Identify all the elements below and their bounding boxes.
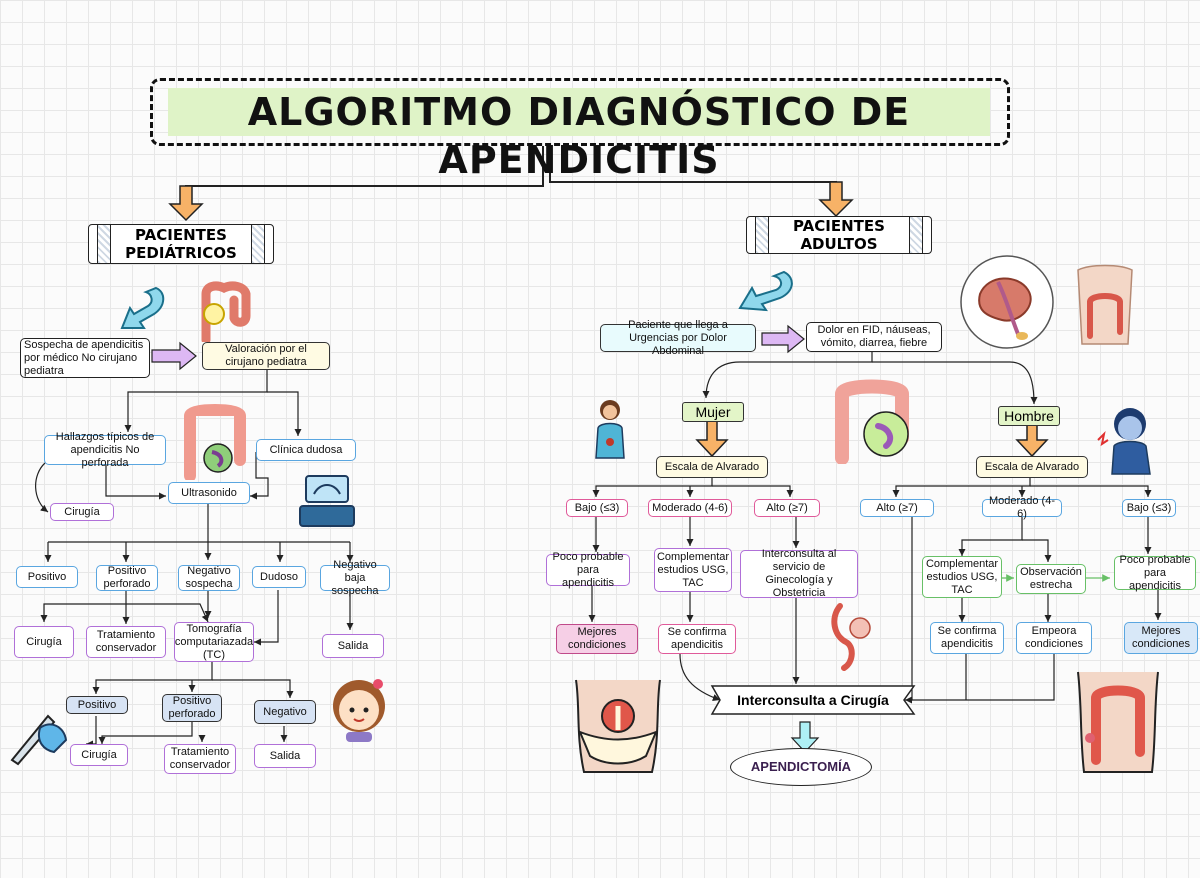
worsening-conditions-box: Empeora condiciones [1016,622,1092,654]
man-better-conditions-box: Mejores condiciones [1124,622,1198,654]
surgery-box-2: Cirugía [14,626,74,658]
page-title: ALGORITMO DIAGNÓSTICO DE APENDICITIS [168,88,990,182]
conservative-treatment-box-1: Tratamiento conservador [86,626,166,658]
alvarado-scale-woman: Escala de Alvarado [656,456,768,478]
cyan-curved-arrow-icon [738,270,793,312]
woman-better-conditions-box: Mejores condiciones [556,624,638,654]
ct-negative-box: Negativo [254,700,316,724]
man-moderate-score: Moderado (4-6) [982,495,1062,520]
woman-complement-studies-box: Complementar estudios USG, TAC [654,548,732,592]
exit-box-2: Salida [254,744,316,768]
pediatric-header-label: PACIENTES PEDIÁTRICOS [125,226,237,262]
woman-confirmed-box: Se confirma apendicitis [658,624,736,654]
adult-header: PACIENTES ADULTOS [746,216,932,254]
colon-icon [184,404,246,480]
man-unlikely-box: Poco probable para apendicitis [1114,554,1196,592]
gynecology-referral-box: Interconsulta al servicio de Ginecología… [740,548,858,599]
symptoms-box: Dolor en FID, náuseas, vómito, diarrea, … [806,322,942,352]
conservative-treatment-box-2: Tratamiento conservador [164,744,236,774]
uterus-colon-icon [831,603,871,671]
ct-scan-box: Tomografía computariazada (TC) [174,622,254,662]
typical-findings-box: Hallazgos típicos de apendicitis No perf… [44,431,166,469]
surgery-box-1: Cirugía [50,503,114,521]
negative-suspicion-box: Negativo sospecha [178,565,240,591]
surgery-box-3: Cirugía [70,744,128,766]
pediatric-header: PACIENTES PEDIÁTRICOS [88,224,274,264]
girl-face-icon [333,679,385,742]
woman-with-pain-icon [595,400,625,459]
patient-urgency-box: Paciente que llega a Urgencias por Dolor… [600,319,756,357]
woman-high-score: Alto (≥7) [754,499,820,517]
man-with-pain-icon [1097,408,1151,475]
woman-tag: Mujer [682,402,744,422]
cyan-curved-arrow-icon [120,286,165,329]
intestine-icon [201,281,251,342]
exit-box-1: Salida [322,634,384,658]
torso-colon-icon [1077,264,1133,345]
doubtful-box: Dudoso [252,566,306,588]
positive-perforated-box: Positivo perforado [96,565,158,591]
doubtful-clinic-box: Clínica dudosa [256,439,356,461]
negative-low-suspicion-box: Negativo baja sospecha [320,559,390,597]
close-observation-box: Observación estrecha [1016,564,1086,594]
alvarado-scale-man: Escala de Alvarado [976,456,1088,478]
ct-positive-perforated-box: Positivo perforado [162,694,222,722]
man-complement-studies-box: Complementar estudios USG, TAC [922,556,1002,598]
ct-positive-box: Positivo [66,696,128,714]
suspicion-box: Sospecha de apendicitis por médico No ci… [20,338,150,378]
abdomen-colon-icon [1077,671,1159,773]
pelvis-underwear-icon [575,679,661,773]
colon-appendix-icon [835,379,909,464]
surgery-referral-label: Interconsulta a Cirugía [737,692,889,708]
ultrasound-box: Ultrasonido [168,482,250,504]
ultrasound-machine-icon [299,475,355,527]
adult-header-label: PACIENTES ADULTOS [793,217,885,253]
scalpel-glove-icon [10,714,68,766]
intestines-closeup-icon [960,255,1054,349]
woman-moderate-score: Moderado (4-6) [648,499,732,517]
man-high-score: Alto (≥7) [860,499,934,517]
positive-box: Positivo [16,566,78,588]
woman-low-score: Bajo (≤3) [566,499,628,517]
title-frame [150,78,1010,146]
man-confirmed-box: Se confirma apendicitis [930,622,1004,654]
woman-unlikely-box: Poco probable para apendicitis [546,551,630,589]
surgeon-evaluation-box: Valoración por el cirujano pediatra [202,342,330,370]
appendectomy-ellipse: APENDICTOMÍA [730,748,872,786]
man-tag: Hombre [998,406,1060,426]
man-low-score: Bajo (≤3) [1122,499,1176,517]
